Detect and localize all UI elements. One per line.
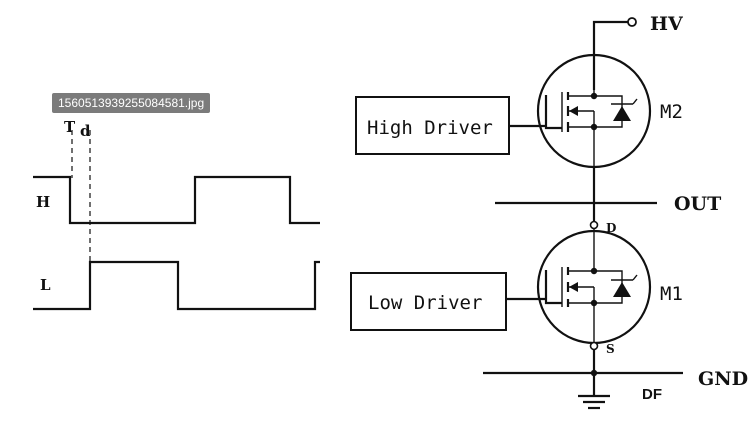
low-driver-label: Low Driver — [368, 292, 482, 314]
d-label: D — [606, 221, 616, 235]
gnd-label: GND — [698, 368, 748, 390]
hv-label: HV — [650, 13, 684, 35]
ground-symbol — [578, 394, 610, 410]
mosfet-m1 — [536, 229, 652, 345]
h-label: H — [36, 193, 50, 211]
d-terminal — [589, 220, 599, 230]
s-label: S — [606, 342, 615, 356]
half-bridge-circuit: HV M2 High Driver — [350, 13, 748, 410]
l-waveform — [33, 260, 320, 311]
s-terminal — [589, 341, 599, 351]
mosfet-m2 — [536, 53, 652, 169]
m2-label: M2 — [660, 101, 683, 123]
gnd-node — [590, 369, 598, 377]
m1-label: M1 — [660, 283, 683, 305]
td-label-sub: d — [80, 122, 91, 140]
l-label: L — [40, 276, 51, 294]
high-driver-label: High Driver — [367, 117, 493, 139]
hv-terminal — [627, 17, 637, 27]
timing-diagram: T d H L — [33, 118, 320, 311]
low-driver-box — [350, 272, 507, 331]
h-waveform — [33, 175, 320, 225]
out-label: OUT — [674, 193, 721, 215]
td-label: T — [64, 118, 76, 136]
watermark-logo: DF — [642, 386, 662, 403]
filename-tag: 1560513939255084581.jpg — [52, 93, 211, 113]
